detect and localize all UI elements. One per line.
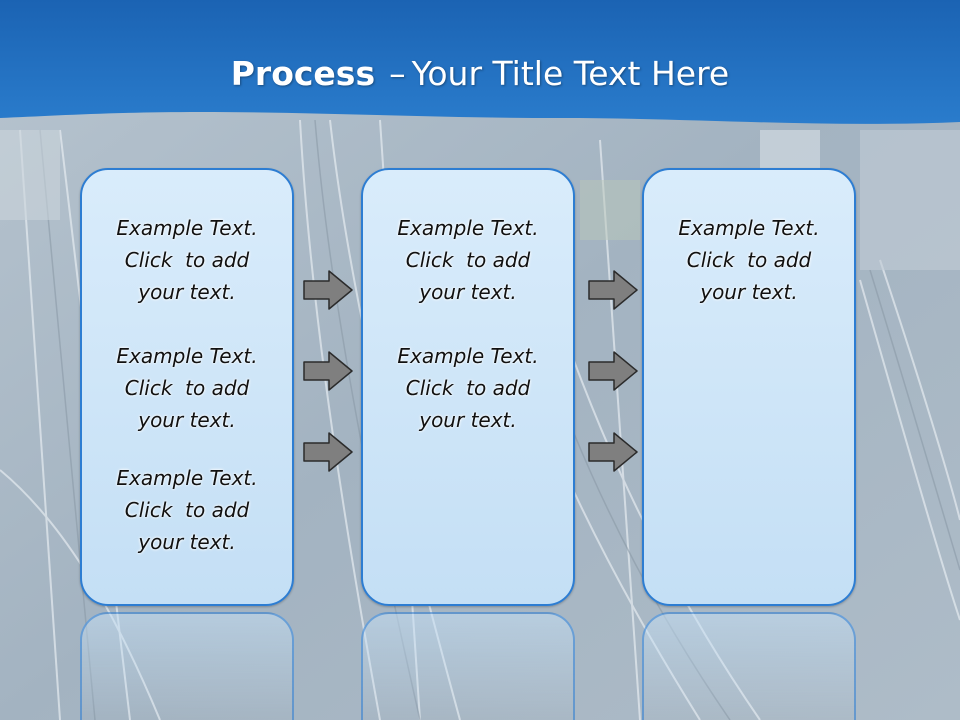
process-box-1[interactable]: Example Text. Click to add your text. Ex…: [80, 168, 294, 606]
text-line: Example Text.: [116, 466, 258, 490]
text-block[interactable]: Example Text. Click to add your text.: [363, 212, 573, 308]
process-box-2[interactable]: Example Text. Click to add your text. Ex…: [361, 168, 575, 606]
text-line: your text.: [138, 530, 236, 554]
right-arrow-icon[interactable]: [588, 270, 638, 310]
text-block[interactable]: Example Text. Click to add your text.: [82, 212, 292, 308]
text-line: Click to add: [124, 498, 250, 522]
text-line: Click to add: [405, 376, 531, 400]
box-reflection: [361, 612, 575, 720]
right-arrow-icon[interactable]: [303, 270, 353, 310]
text-line: your text.: [419, 280, 517, 304]
box-reflection: [642, 612, 856, 720]
text-line: your text.: [138, 408, 236, 432]
text-line: Click to add: [124, 248, 250, 272]
right-arrow-icon[interactable]: [588, 351, 638, 391]
text-block[interactable]: Example Text. Click to add your text.: [82, 462, 292, 558]
text-line: Example Text.: [397, 216, 539, 240]
text-line: Example Text.: [116, 344, 258, 368]
slide-title[interactable]: Process–Your Title Text Here: [0, 48, 960, 100]
text-line: Example Text.: [397, 344, 539, 368]
title-separator: –: [389, 54, 406, 93]
text-line: your text.: [700, 280, 798, 304]
right-arrow-icon[interactable]: [303, 351, 353, 391]
text-line: Example Text.: [678, 216, 820, 240]
right-arrow-icon[interactable]: [588, 432, 638, 472]
text-line: Click to add: [124, 376, 250, 400]
box-reflection: [80, 612, 294, 720]
title-rest-text: Your Title Text Here: [411, 54, 730, 93]
process-box-3[interactable]: Example Text. Click to add your text.: [642, 168, 856, 606]
text-line: your text.: [419, 408, 517, 432]
text-block[interactable]: Example Text. Click to add your text.: [644, 212, 854, 308]
text-block[interactable]: Example Text. Click to add your text.: [363, 340, 573, 436]
text-block[interactable]: Example Text. Click to add your text.: [82, 340, 292, 436]
text-line: Click to add: [405, 248, 531, 272]
text-line: Click to add: [686, 248, 812, 272]
title-bold-text: Process: [230, 54, 376, 93]
right-arrow-icon[interactable]: [303, 432, 353, 472]
text-line: Example Text.: [116, 216, 258, 240]
text-line: your text.: [138, 280, 236, 304]
